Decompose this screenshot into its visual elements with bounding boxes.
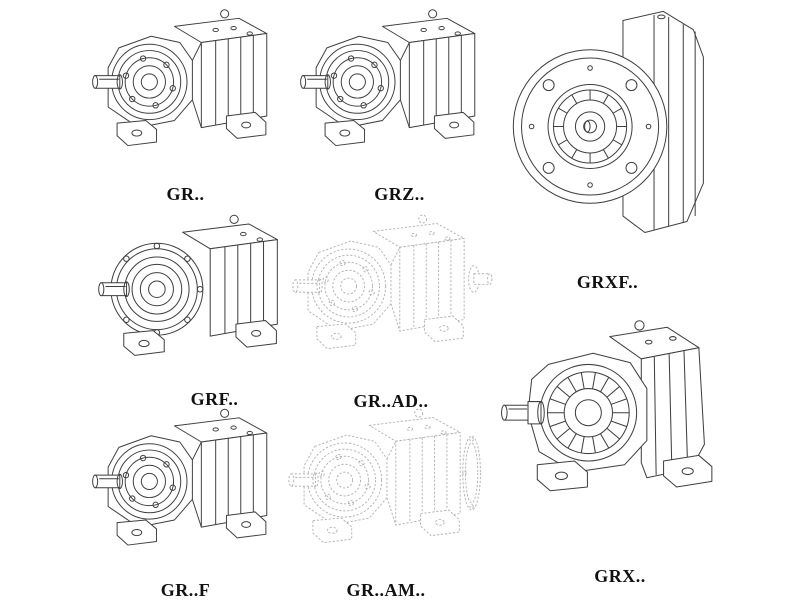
- gearbox-drawing-grz: [300, 9, 476, 147]
- figure-label-gr-am: GR..AM..: [346, 580, 426, 600]
- gearbox-drawing-grf: [98, 214, 278, 356]
- figure-label-grxf: GRXF..: [576, 272, 639, 292]
- figure-label-grz: GRZ..: [374, 184, 425, 204]
- gearbox-drawing-gr-ad: [292, 214, 493, 350]
- gearbox-drawing-grx: [501, 320, 713, 492]
- gearbox-drawing-gr-f: [92, 408, 268, 546]
- gearbox-drawing-gr-am: [288, 408, 481, 544]
- gearbox-drawing-grxf: [512, 10, 704, 234]
- figure-label-gr-f: GR..F: [160, 580, 211, 600]
- gearbox-drawing-gr: [92, 9, 268, 147]
- figure-label-grx: GRX..: [594, 566, 646, 586]
- figure-label-grf: GRF..: [190, 389, 239, 409]
- figure-label-gr-ad: GR..AD..: [353, 391, 429, 411]
- figure-label-gr: GR..: [166, 184, 205, 204]
